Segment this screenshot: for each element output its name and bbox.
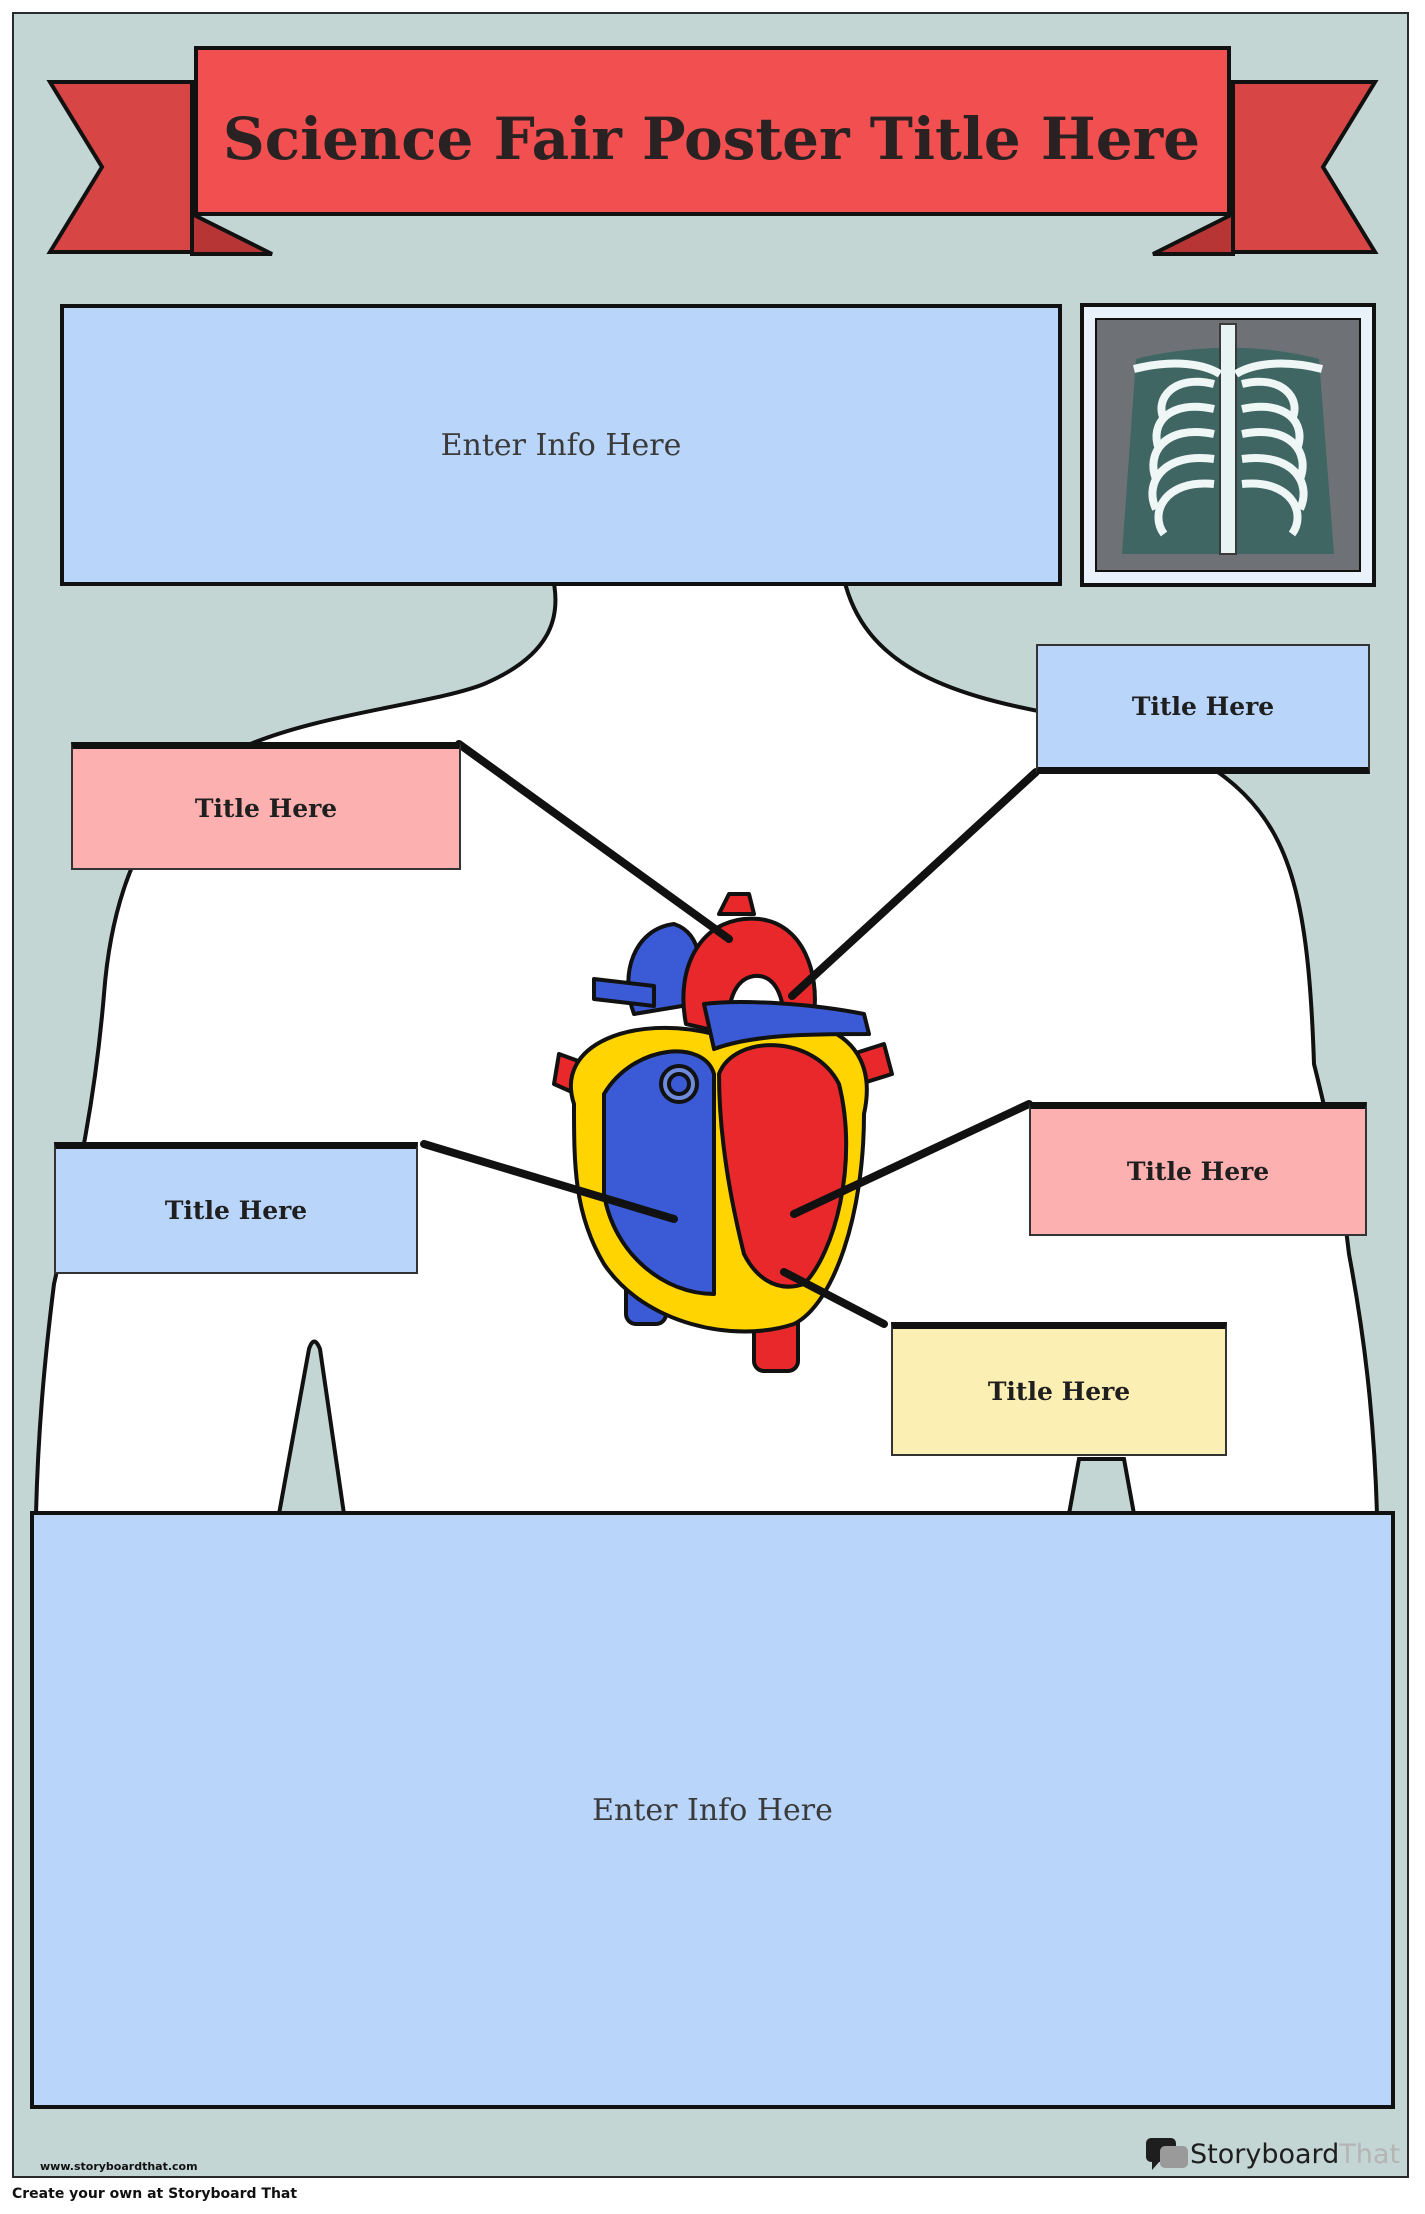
xray-chest-icon [1080,303,1376,587]
label-box-middle-left[interactable]: Title Here [54,1142,418,1274]
speech-bubble-icon [1146,2138,1188,2170]
top-info-box[interactable]: Enter Info Here [60,304,1062,586]
left-arm-gap [276,1339,347,1516]
title-banner [46,46,1379,256]
brand-storyboard: Storyboard [1190,2138,1340,2170]
label-box-upper-left[interactable]: Title Here [71,742,461,870]
create-your-own-link[interactable]: Create your own at Storyboard That [12,2186,298,2202]
footer-url[interactable]: www.storyboardthat.com [40,2160,198,2173]
right-arm-gap [1066,1457,1137,1516]
poster: Science Fair Poster Title Here Enter Inf… [12,12,1409,2178]
heart-diagram-icon [552,892,894,1373]
poster-title[interactable]: Science Fair Poster Title Here [222,105,1201,173]
label-box-lower-center[interactable]: Title Here [891,1322,1227,1456]
brand-that: That [1339,2138,1401,2170]
bottom-info-box[interactable]: Enter Info Here [30,1511,1395,2109]
leader-lines [420,740,1040,1328]
label-box-upper-right[interactable]: Title Here [1036,644,1370,774]
label-box-middle-right[interactable]: Title Here [1029,1102,1367,1236]
